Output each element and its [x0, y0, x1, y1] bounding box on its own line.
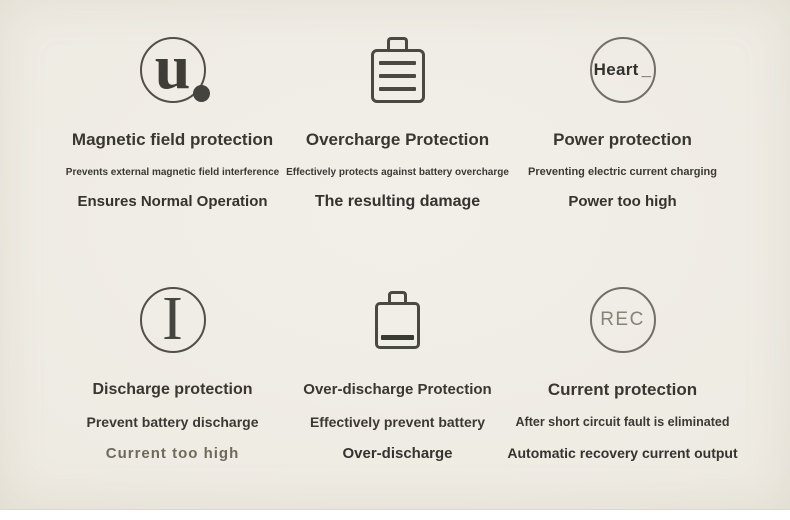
u-letter-glyph: u [154, 31, 191, 102]
icon-area: REC [589, 284, 656, 356]
heart-label: Heart_ [593, 60, 652, 79]
rec-label: REC [600, 309, 645, 330]
feature-line2: Current too high [105, 445, 240, 462]
feature-card-magnetic-field: u Magnetic field protection Prevents ext… [60, 34, 285, 211]
feature-line1: Preventing electric current charging [528, 166, 717, 178]
feature-line2: Ensures Normal Operation [77, 193, 268, 210]
underscore-glyph: _ [641, 60, 652, 79]
battery-low-icon [375, 291, 420, 349]
feature-card-discharge: I Discharge protection Prevent battery d… [60, 284, 285, 463]
feature-line1: After short circuit fault is eliminated [515, 415, 730, 429]
icon-area: I [139, 284, 206, 356]
orbit-dot-icon [192, 85, 210, 102]
feature-line1: Prevent battery discharge [86, 414, 259, 430]
battery-charge-bar [381, 335, 414, 340]
feature-line2: Automatic recovery current output [507, 445, 738, 461]
feature-card-current: REC Current protection After short circu… [507, 284, 738, 463]
battery-charge-bar [379, 74, 416, 78]
feature-row-bottom: I Discharge protection Prevent battery d… [0, 211, 790, 463]
feature-line2: Over-discharge [342, 445, 453, 462]
battery-terminal [388, 291, 407, 303]
feature-card-over-discharge: Over-discharge Protection Effectively pr… [285, 284, 510, 463]
feature-title: Current protection [547, 380, 698, 399]
feature-title: Discharge protection [92, 381, 253, 398]
i-letter-circle-icon: I [139, 284, 206, 353]
feature-title: Over-discharge Protection [303, 381, 492, 398]
battery-body [370, 49, 425, 103]
feature-card-power: Heart_ Power protection Preventing elect… [510, 34, 735, 211]
battery-terminal [387, 37, 408, 50]
feature-card-overcharge: Overcharge Protection Effectively protec… [285, 34, 510, 211]
feature-line1: Prevents external magnetic field interfe… [65, 167, 280, 178]
feature-line1: Effectively protects against battery ove… [286, 167, 509, 178]
battery-charge-bar [379, 87, 416, 91]
battery-body [375, 302, 420, 349]
battery-overcharge-icon [370, 37, 425, 103]
battery-charge-bar [379, 61, 416, 65]
feature-line1: Effectively prevent battery [309, 414, 486, 430]
i-letter-glyph: I [162, 284, 183, 353]
icon-area: Heart_ [589, 34, 656, 106]
feature-title: Overcharge Protection [305, 130, 490, 149]
icon-area: u [139, 31, 210, 106]
feature-title: Power protection [553, 130, 692, 149]
feature-row-top: u Magnetic field protection Prevents ext… [0, 0, 790, 211]
icon-area [370, 34, 425, 106]
icon-area [375, 284, 420, 356]
feature-line2: Power too high [568, 193, 677, 210]
feature-line2: The resulting damage [314, 193, 481, 210]
feature-title: Magnetic field protection [71, 130, 274, 149]
u-letter-circle-icon: u [139, 31, 210, 103]
heart-circle-icon: Heart_ [589, 37, 656, 103]
rec-circle-icon: REC [589, 287, 656, 353]
